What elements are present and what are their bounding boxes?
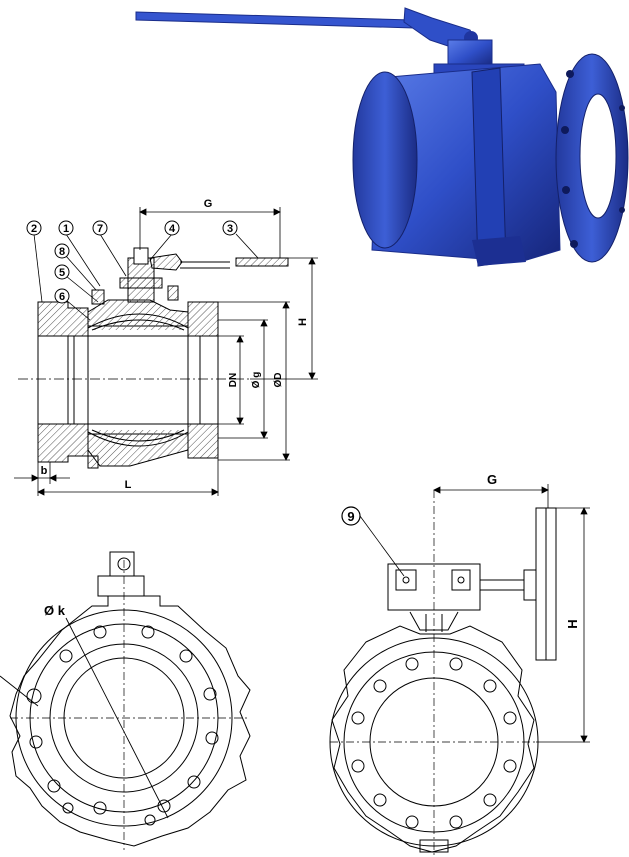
front-view-left [0,551,251,850]
dim-dn: DN [228,373,239,387]
svg-text:1: 1 [63,223,69,235]
svg-text:6: 6 [59,291,65,303]
dim-l: L [125,479,132,491]
svg-text:4: 4 [169,223,176,235]
part-label-9: 9 [341,506,361,526]
svg-text:7: 7 [97,223,103,235]
part-label-5: 5 [54,264,70,280]
front-view-right [329,490,557,856]
section-dimensions [14,207,318,496]
svg-text:9: 9 [347,509,354,524]
valve-photo [135,7,629,267]
part-label-1: 1 [58,220,74,236]
dim-g-right: G [487,472,497,487]
dim-h-top: H [297,318,309,326]
dim-b: b [41,465,48,477]
dim-k-dia: Ø k [44,603,66,618]
part-label-2: 2 [26,220,42,236]
svg-text:2: 2 [31,223,37,235]
svg-text:8: 8 [59,246,65,258]
right-dimensions [359,484,590,743]
section-drawing [18,247,289,469]
svg-text:5: 5 [59,267,65,279]
part-label-3: 3 [222,220,238,236]
dim-d-dia: ØD [273,373,284,388]
part-label-4: 4 [164,220,180,236]
dim-h-right: H [565,619,580,628]
part-label-6: 6 [54,288,70,304]
part-label-7: 7 [92,220,108,236]
part-label-8: 8 [54,243,70,259]
dim-g-top: G [204,198,213,210]
dim-g-dia: Ø g [251,372,262,389]
svg-text:3: 3 [227,223,233,235]
